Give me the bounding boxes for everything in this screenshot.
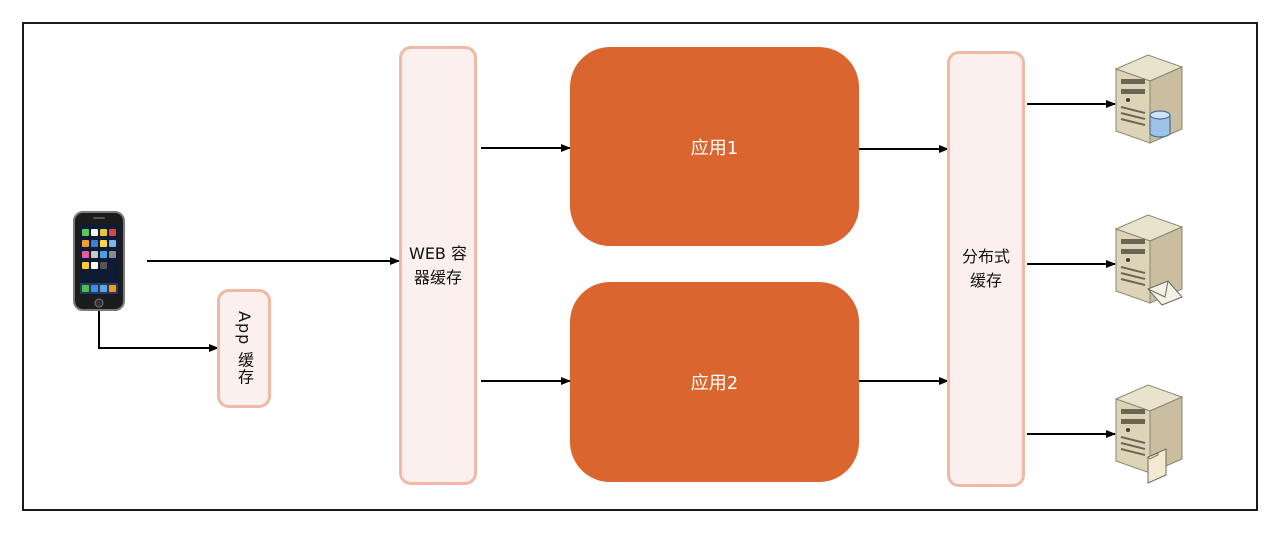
application-2-label: 应用2 — [690, 373, 739, 394]
application-1-label: 应用1 — [690, 137, 739, 159]
web-container-cache-box: WEB 容器缓存 — [399, 46, 477, 485]
distributed-cache-box: 分布式缓存 — [947, 51, 1025, 487]
arrow-phone-to-app-cache — [98, 310, 219, 352]
distributed-cache-label: 分布式缓存 — [961, 247, 1010, 290]
file-server-icon — [1114, 384, 1184, 484]
app-cache-label: App 缓存 — [235, 311, 254, 386]
diagram-frame — [22, 22, 1258, 511]
database-server-icon — [1114, 54, 1184, 144]
smartphone-icon — [73, 211, 125, 311]
application-2-box: 应用2 — [570, 282, 859, 482]
application-1-box: 应用1 — [570, 47, 859, 246]
web-container-cache-label: WEB 容器缓存 — [409, 243, 467, 287]
mail-server-icon — [1114, 214, 1184, 306]
app-cache-box: App 缓存 — [217, 289, 271, 408]
